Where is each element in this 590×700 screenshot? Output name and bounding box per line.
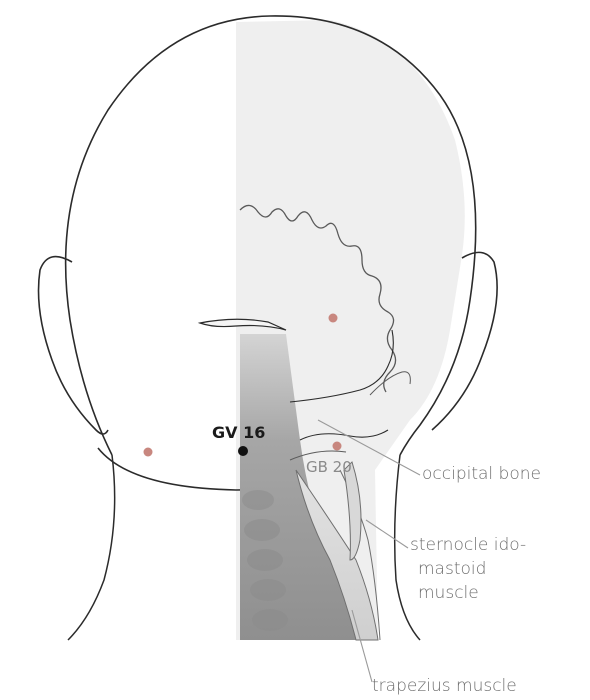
scm-label-line1: sternocle ido- bbox=[410, 535, 526, 555]
scm-label-line2: mastoid bbox=[418, 559, 486, 579]
occipital-bone-label: occipital bone bbox=[422, 464, 541, 484]
left-ear bbox=[39, 257, 109, 434]
neck-left bbox=[68, 455, 115, 640]
gb20-label: GB 20 bbox=[306, 458, 352, 476]
gb20-marker bbox=[333, 442, 342, 451]
scm-label-line3: muscle bbox=[418, 583, 479, 603]
point-marker-left bbox=[144, 448, 153, 457]
point-marker-right bbox=[329, 314, 338, 323]
trapezius-label: trapezius muscle bbox=[372, 676, 517, 696]
gv16-label: GV 16 bbox=[212, 423, 265, 442]
gv16-marker bbox=[238, 446, 248, 456]
